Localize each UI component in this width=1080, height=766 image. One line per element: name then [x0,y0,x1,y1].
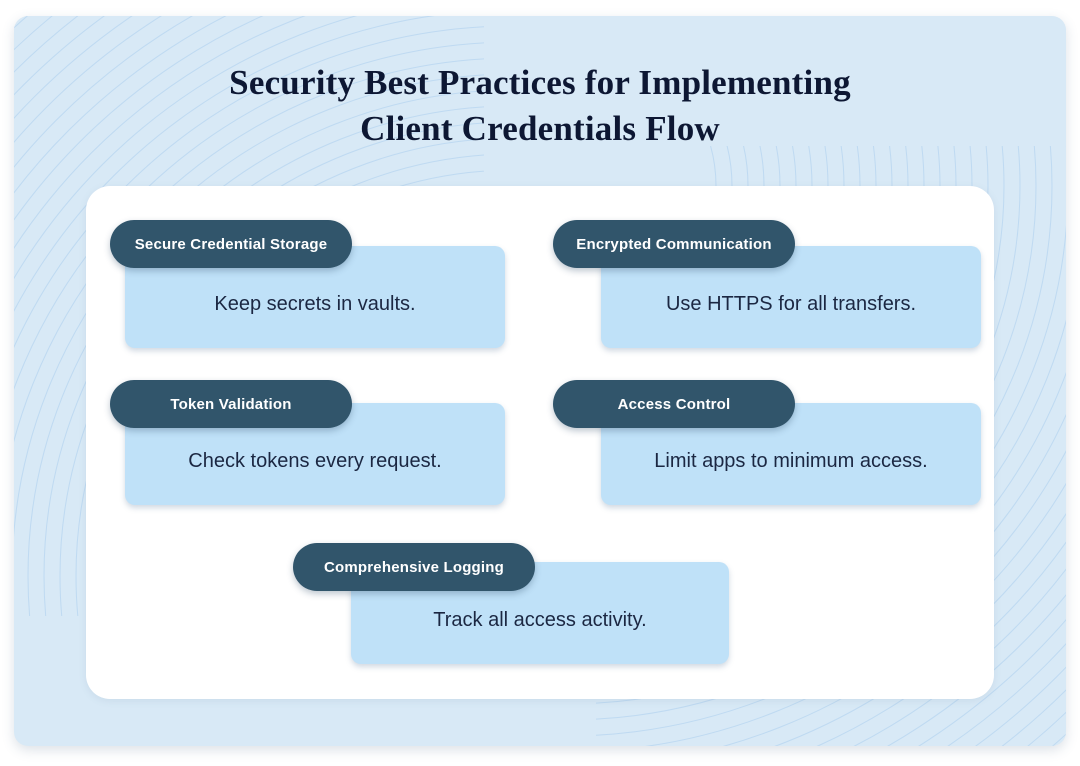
card-label-pill: Secure Credential Storage [110,220,352,268]
card-text: Use HTTPS for all transfers. [665,292,917,315]
content-panel: Secure Credential Storage Keep secrets i… [86,186,994,699]
page-title: Security Best Practices for Implementing… [14,60,1066,152]
card-label-pill: Comprehensive Logging [293,543,535,591]
title-line-1: Security Best Practices for Implementing [229,63,851,102]
card-label-pill: Access Control [553,380,795,428]
card-text: Track all access activity. [433,608,647,631]
title-line-2: Client Credentials Flow [360,109,720,148]
card-label-pill: Encrypted Communication [553,220,795,268]
card-text: Check tokens every request. [188,449,442,472]
background-panel: Security Best Practices for Implementing… [14,16,1066,746]
card-text: Limit apps to minimum access. [654,449,928,472]
card-label-pill: Token Validation [110,380,352,428]
card-text: Keep secrets in vaults. [214,292,416,315]
